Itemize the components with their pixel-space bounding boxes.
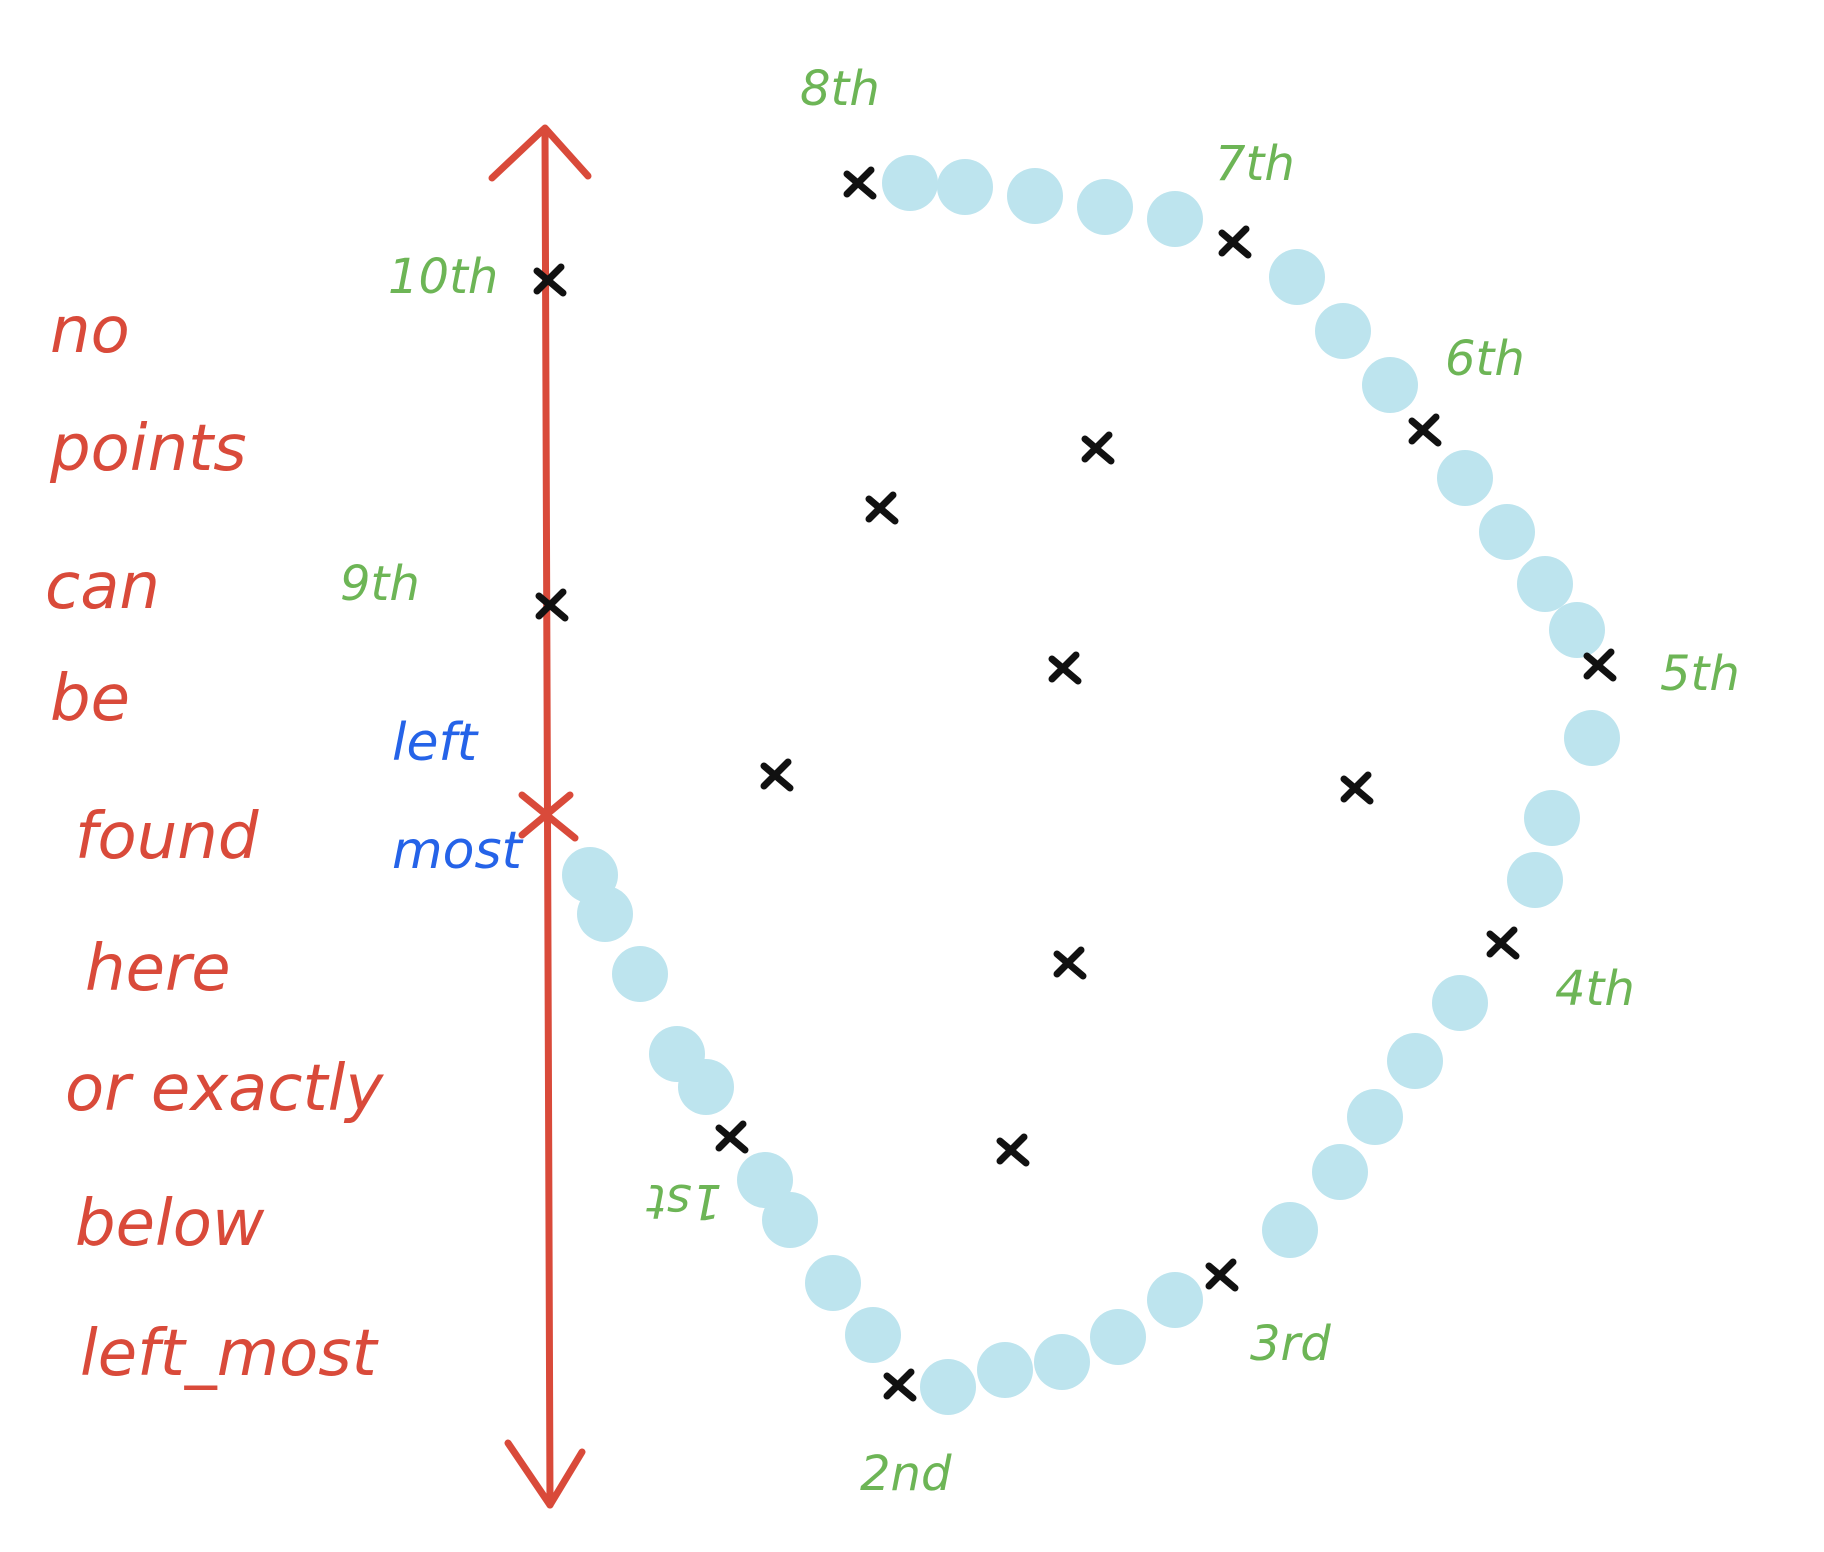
hull-label-10th: 10th xyxy=(388,249,498,305)
hull-dot xyxy=(737,1152,793,1208)
leftmost-label-line-2: most xyxy=(392,821,524,881)
point-cross xyxy=(1583,648,1617,682)
leftmost-point-marker xyxy=(518,791,579,842)
point-cross xyxy=(1486,926,1520,960)
hull-dot xyxy=(1269,249,1325,305)
hull-label-1st: 1st xyxy=(645,1173,722,1229)
hull-dot xyxy=(1549,602,1605,658)
point-cross xyxy=(1053,946,1087,980)
hull-dot xyxy=(1262,1202,1318,1258)
hull-dot xyxy=(1007,168,1063,224)
point-cross xyxy=(535,588,569,622)
annotation-line-8: below xyxy=(75,1187,265,1261)
annotation-line-6: here xyxy=(85,932,231,1006)
hull-dot xyxy=(1517,556,1573,612)
hull-dot xyxy=(1147,1272,1203,1328)
annotation-text: no points can be found here or exactly b… xyxy=(45,294,384,1391)
point-cross xyxy=(1408,413,1442,447)
hull-dot xyxy=(977,1342,1033,1398)
hull-label-8th: 8th xyxy=(800,61,880,117)
hull-dot xyxy=(1315,303,1371,359)
leftmost-label: left most xyxy=(392,713,524,881)
hull-dot xyxy=(920,1359,976,1415)
hull-dot xyxy=(649,1026,705,1082)
point-cross xyxy=(533,263,567,297)
hull-label-7th: 7th xyxy=(1215,136,1295,192)
annotation-line-4: be xyxy=(50,662,130,736)
hull-dot xyxy=(1090,1309,1146,1365)
hull-dot xyxy=(845,1307,901,1363)
leftmost-cross-stroke-b xyxy=(518,791,574,839)
leftmost-label-line-1: left xyxy=(392,713,479,773)
annotation-line-2: points xyxy=(49,412,247,486)
hull-dot xyxy=(805,1255,861,1311)
hull-label-2nd: 2nd xyxy=(860,1446,952,1502)
annotation-line-3: can xyxy=(45,550,160,624)
down-arrow-head xyxy=(504,1439,586,1509)
hull-label-3rd: 3rd xyxy=(1250,1316,1331,1372)
hull-dot xyxy=(1479,504,1535,560)
hull-dot xyxy=(1564,710,1620,766)
point-cross xyxy=(1218,225,1252,259)
point-cross xyxy=(1340,771,1374,805)
hull-dot xyxy=(1347,1089,1403,1145)
point-cross xyxy=(883,1368,917,1402)
hull-label-9th: 9th xyxy=(340,556,420,612)
hull-dot xyxy=(937,159,993,215)
hull-dots xyxy=(562,155,1620,1415)
point-cross xyxy=(760,758,794,792)
point-cross xyxy=(715,1120,749,1154)
annotation-line-9: left_most xyxy=(80,1317,380,1391)
points xyxy=(533,166,1617,1402)
hull-dot xyxy=(562,847,618,903)
hull-label-5th: 5th xyxy=(1660,646,1740,702)
annotation-line-7: or exactly xyxy=(65,1052,384,1126)
annotation-line-1: no xyxy=(50,294,130,368)
hull-dot xyxy=(1432,975,1488,1031)
point-cross xyxy=(996,1133,1030,1167)
hull-dot xyxy=(1034,1334,1090,1390)
hull-dot xyxy=(1312,1144,1368,1200)
hull-label-6th: 6th xyxy=(1445,331,1525,387)
annotation-line-5: found xyxy=(75,800,259,874)
hull-dot xyxy=(882,155,938,211)
hull-dot xyxy=(1362,357,1418,413)
hull-dot xyxy=(1507,852,1563,908)
hull-order-labels: 1st 2nd 3rd 4th 5th 6th 7th 8th 9th 10th xyxy=(340,61,1740,1502)
hull-dot xyxy=(762,1192,818,1248)
point-cross xyxy=(865,491,899,525)
point-cross xyxy=(1081,431,1115,465)
point-cross xyxy=(1048,651,1082,685)
hull-dot xyxy=(1147,191,1203,247)
hull-dot xyxy=(1437,450,1493,506)
hull-dot xyxy=(1524,790,1580,846)
point-cross xyxy=(843,166,877,200)
hull-label-4th: 4th xyxy=(1555,961,1635,1017)
point-cross xyxy=(1205,1258,1239,1292)
hull-dot xyxy=(612,946,668,1002)
hull-dot xyxy=(1077,179,1133,235)
hull-dot xyxy=(1387,1033,1443,1089)
up-arrow-head xyxy=(488,124,592,182)
